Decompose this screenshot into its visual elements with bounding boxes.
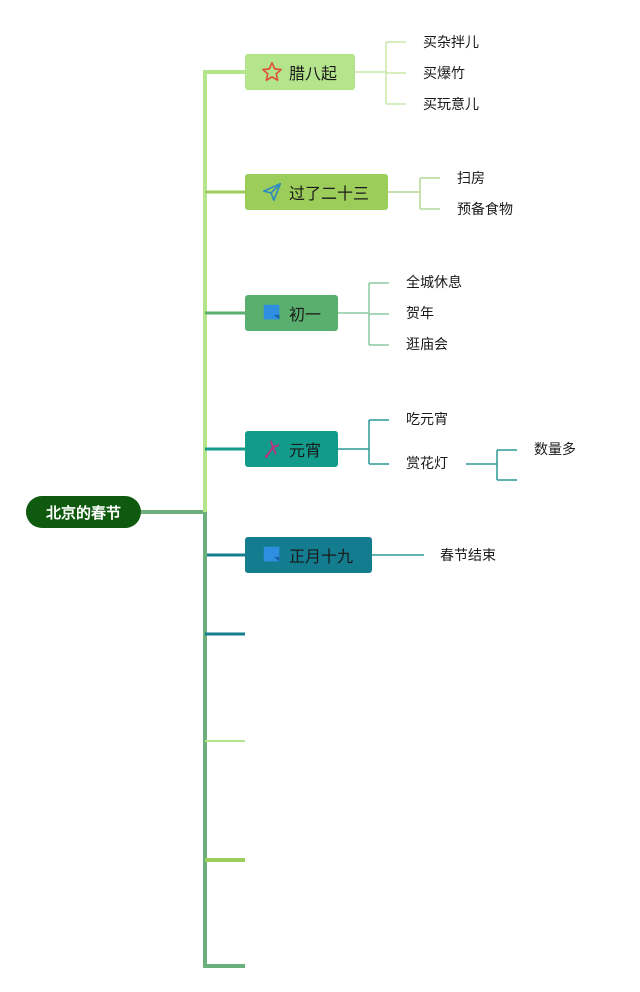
leaf-item[interactable]: 买爆竹 — [423, 66, 465, 82]
root-label: 北京的春节 — [45, 503, 121, 522]
leaf-item[interactable]: 买杂拌儿 — [423, 35, 479, 51]
topic-4-child-connector — [338, 419, 389, 465]
leaf-item[interactable]: 预备食物 — [457, 202, 513, 218]
trunk-lower-connector — [203, 512, 245, 968]
grandchild-item[interactable]: 数量多 — [534, 442, 576, 458]
leaf-item[interactable]: 贺年 — [406, 306, 434, 322]
topic-chuyi[interactable]: 初一 — [245, 295, 338, 331]
topic-label: 腊八起 — [289, 64, 338, 83]
topic-2-child-connector — [388, 177, 440, 210]
topic-label: 正月十九 — [289, 547, 354, 566]
topic-laba[interactable]: 腊八起 — [245, 54, 355, 90]
leaf-item[interactable]: 逛庙会 — [406, 337, 448, 353]
flag-icon — [261, 302, 283, 324]
root-topic[interactable]: 北京的春节 — [26, 496, 141, 528]
star-icon — [261, 61, 283, 83]
topic-label: 初一 — [289, 305, 322, 324]
leaf-item[interactable]: 吃元宵 — [406, 412, 448, 428]
grandchild-connector — [466, 449, 517, 481]
flag-icon — [261, 544, 283, 566]
topic-1-child-connector — [355, 41, 406, 105]
paper-plane-icon — [261, 181, 283, 203]
leaf-item[interactable]: 买玩意儿 — [423, 97, 479, 113]
leaf-item[interactable]: 赏花灯 — [406, 456, 448, 472]
topic-yuanxiao[interactable]: 元宵 — [245, 431, 338, 467]
trunk-upper-connector — [203, 70, 245, 512]
topic-label: 元宵 — [289, 441, 322, 460]
topic-3-child-connector — [338, 282, 389, 346]
leaf-item[interactable]: 春节结束 — [440, 548, 496, 564]
leaf-item[interactable]: 扫房 — [457, 171, 485, 187]
topic-zhengyue-shijiu[interactable]: 正月十九 — [245, 537, 372, 573]
leaf-item[interactable]: 全城休息 — [406, 275, 462, 291]
topic-label: 过了二十三 — [289, 184, 370, 203]
topic-guole-ershisan[interactable]: 过了二十三 — [245, 174, 388, 210]
sparkle-icon — [261, 438, 283, 460]
